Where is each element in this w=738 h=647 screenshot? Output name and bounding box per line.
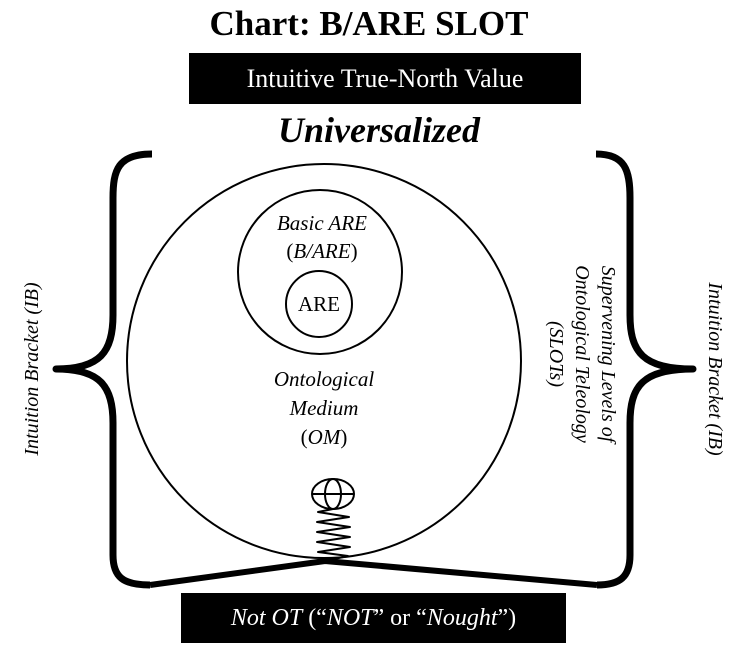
left-bracket xyxy=(52,150,153,589)
slots-label-line3: (SLOTs) xyxy=(545,321,567,387)
basic-are-abbrev-text: B/ARE xyxy=(293,239,350,263)
basic-are-circle xyxy=(237,189,403,355)
medium-label-line1: Ontological xyxy=(274,367,374,391)
basic-are-abbrev: (B/ARE) xyxy=(286,239,357,263)
universalized-label: Universalized xyxy=(278,110,480,150)
basic-are-label: Basic ARE xyxy=(277,211,367,235)
medium-label-line2: Medium xyxy=(289,396,359,420)
medium-abbrev-text: OM xyxy=(308,425,342,449)
ontological-medium-circle xyxy=(126,163,522,559)
true-north-banner: Intuitive True-North Value xyxy=(189,53,581,104)
left-bracket-label: Intuition Bracket (IB) xyxy=(21,282,43,457)
footer-part4: ” or “ xyxy=(373,605,427,631)
right-bracket xyxy=(595,150,697,589)
bottom-vertex-line xyxy=(149,557,598,588)
footer-part5: Nought xyxy=(426,605,498,631)
footer-part3: NOT xyxy=(326,605,374,631)
footer-part6: ”) xyxy=(497,605,517,631)
spring-coil xyxy=(316,508,351,562)
globe-icon xyxy=(311,478,355,510)
footer-part2: (“ xyxy=(302,605,327,631)
not-ot-footer: Not OT (“NOT” or “Nought”) xyxy=(181,593,566,643)
slots-label-line1: Supervening Levels of xyxy=(597,266,619,445)
are-label: ARE xyxy=(298,292,340,316)
footer-part1: Not OT xyxy=(230,605,303,631)
right-bracket-label: Intuition Bracket (IB) xyxy=(704,281,726,456)
medium-label-line3: (OM) xyxy=(301,425,348,449)
slots-label-line2: Ontological Teleology xyxy=(571,265,593,443)
are-circle xyxy=(285,270,353,338)
chart-title: Chart: B/ARE SLOT xyxy=(209,4,529,43)
